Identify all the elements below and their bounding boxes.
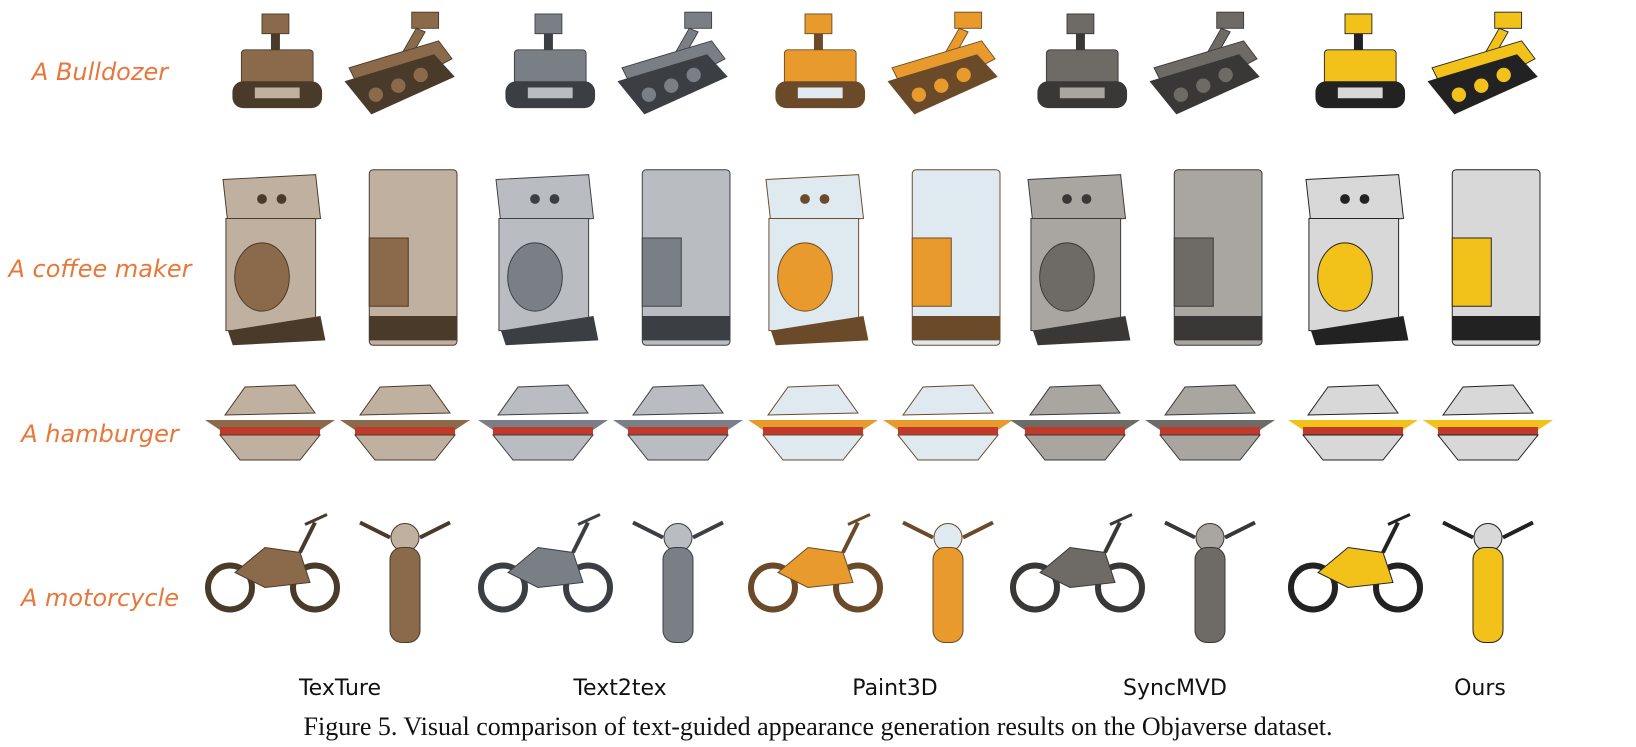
view-front — [205, 384, 335, 461]
view-angled — [911, 169, 1001, 346]
render-coffee-maker-text2tex — [478, 160, 748, 355]
method-label-paint3d: Paint3D — [852, 676, 938, 701]
method-label-texture: TexTure — [298, 676, 381, 701]
row-label-hamburger: A hamburger — [21, 420, 179, 448]
view-front — [205, 513, 340, 613]
method-label-syncmvd: SyncMVD — [1123, 676, 1227, 701]
render-bulldozer-syncmvd — [1010, 5, 1280, 135]
view-angled — [1427, 11, 1538, 115]
render-bulldozer-texture — [205, 5, 475, 135]
render-motorcycle-texture — [205, 500, 475, 650]
view-angled — [1451, 169, 1541, 346]
view-angled — [1149, 11, 1260, 115]
render-coffee-maker-paint3d — [748, 160, 1018, 355]
view-front — [222, 174, 326, 346]
view-front — [748, 384, 878, 461]
view-front — [495, 174, 599, 346]
view-front — [1315, 13, 1406, 109]
render-hamburger-text2tex — [478, 370, 748, 480]
render-hamburger-syncmvd — [1010, 370, 1280, 480]
view-front — [1288, 513, 1423, 613]
render-hamburger-ours — [1288, 370, 1558, 480]
method-label-text2tex: Text2tex — [573, 676, 667, 701]
view-front — [1305, 174, 1409, 346]
row-label-coffee-maker: A coffee maker — [8, 255, 192, 283]
render-bulldozer-text2tex — [478, 5, 748, 135]
view-front — [1288, 384, 1418, 461]
row-label-bulldozer: A Bulldozer — [31, 58, 169, 86]
render-motorcycle-text2tex — [478, 500, 748, 650]
view-angled — [1164, 520, 1256, 643]
render-coffee-maker-texture — [205, 160, 475, 355]
view-front — [1010, 513, 1145, 613]
view-angled — [1145, 384, 1275, 461]
view-front — [1027, 174, 1131, 346]
view-angled — [344, 11, 455, 115]
render-motorcycle-syncmvd — [1010, 500, 1280, 650]
view-angled — [359, 520, 451, 643]
render-coffee-maker-ours — [1288, 160, 1558, 355]
view-angled — [617, 11, 728, 115]
render-bulldozer-paint3d — [748, 5, 1018, 135]
view-front — [765, 174, 869, 346]
view-front — [1037, 13, 1128, 109]
render-bulldozer-ours — [1288, 5, 1558, 135]
row-label-motorcycle: A motorcycle — [20, 584, 180, 612]
view-angled — [1442, 520, 1534, 643]
view-angled — [1173, 169, 1263, 346]
method-label-ours: Ours — [1454, 676, 1506, 701]
render-coffee-maker-syncmvd — [1010, 160, 1280, 355]
view-front — [232, 13, 323, 109]
render-hamburger-paint3d — [748, 370, 1018, 480]
view-angled — [1423, 384, 1553, 461]
view-angled — [902, 520, 994, 643]
render-motorcycle-ours — [1288, 500, 1558, 650]
view-front — [505, 13, 596, 109]
render-motorcycle-paint3d — [748, 500, 1018, 650]
view-front — [478, 384, 608, 461]
view-front — [748, 513, 883, 613]
view-front — [478, 513, 613, 613]
render-hamburger-texture — [205, 370, 475, 480]
figure-caption: Figure 5. Visual comparison of text-guid… — [303, 712, 1333, 741]
view-angled — [613, 384, 743, 461]
view-angled — [887, 11, 998, 115]
view-angled — [368, 169, 458, 346]
view-angled — [641, 169, 731, 346]
view-angled — [632, 520, 724, 643]
view-front — [1010, 384, 1140, 461]
view-angled — [883, 384, 1013, 461]
view-angled — [340, 384, 470, 461]
view-front — [775, 13, 866, 109]
